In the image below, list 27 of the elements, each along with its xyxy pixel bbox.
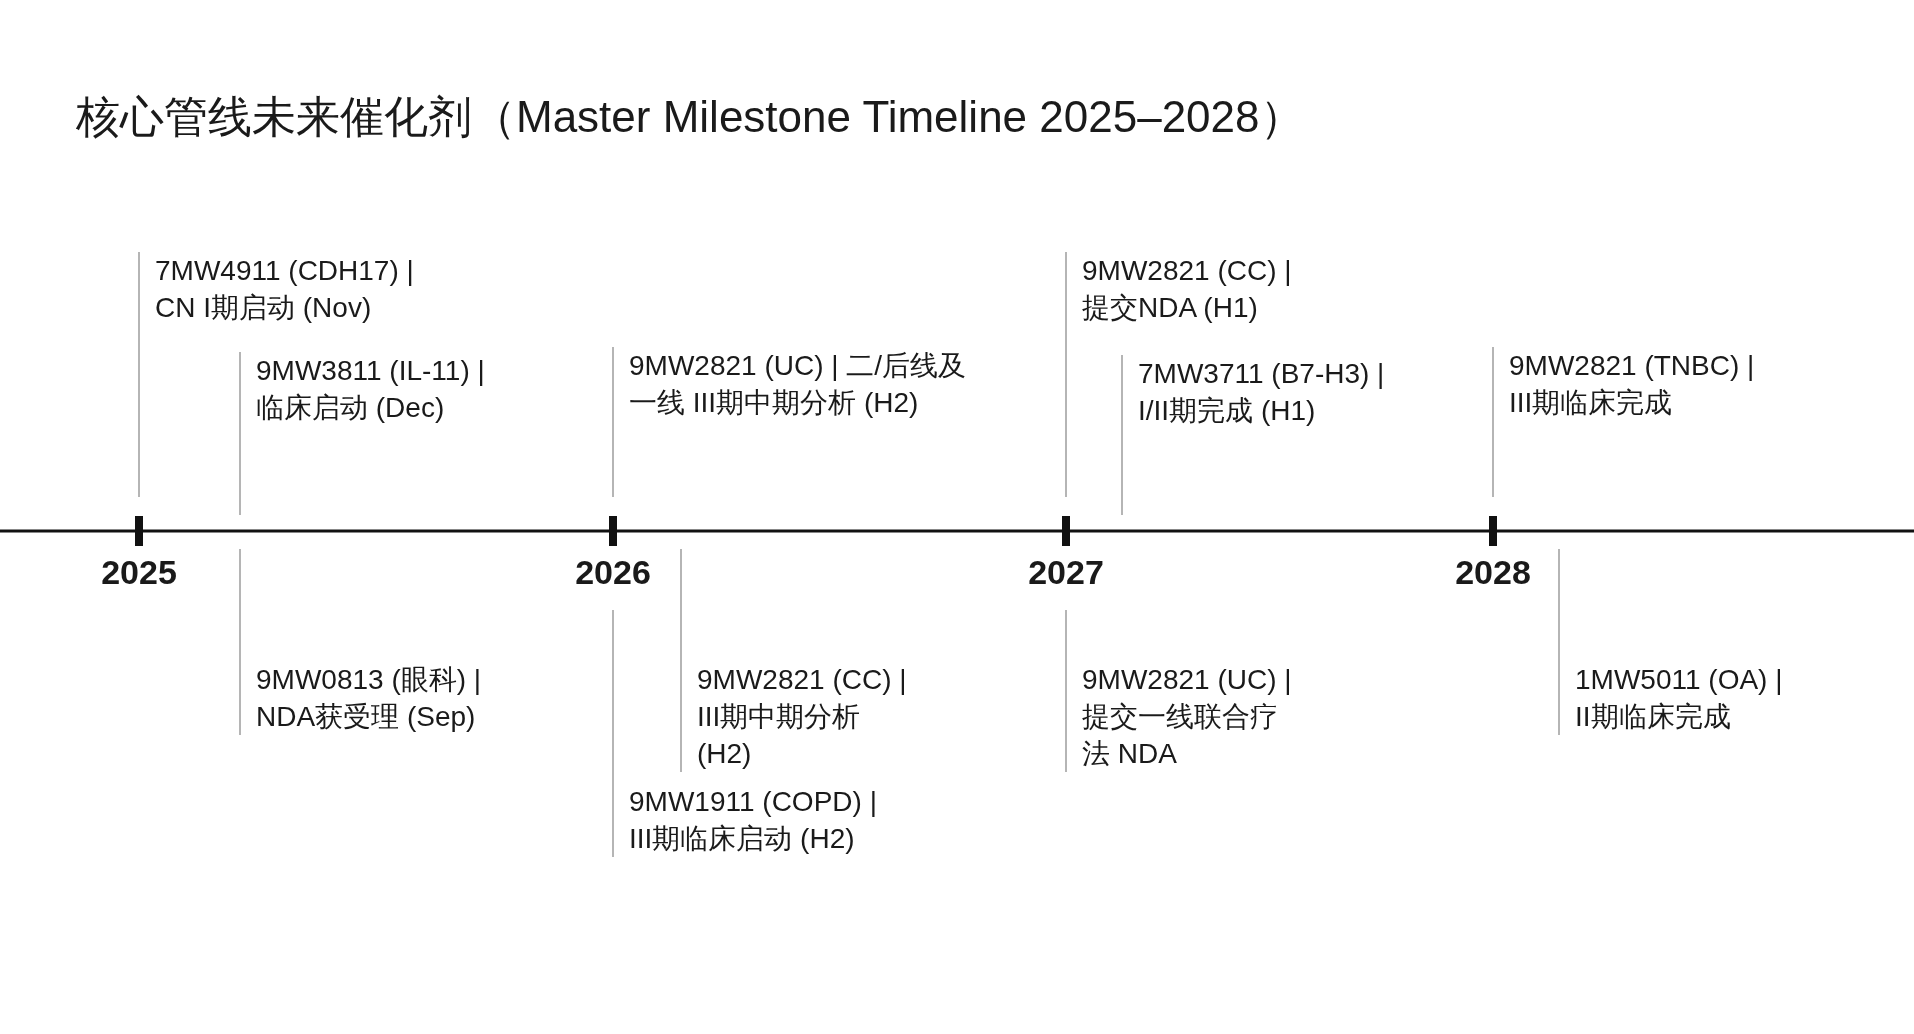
milestone-label: 9MW2821 (CC) | 提交NDA (H1) <box>1066 252 1298 326</box>
leader-line <box>1558 548 1560 736</box>
leader-line <box>612 346 614 498</box>
year-label: 2028 <box>1455 553 1531 592</box>
leader-line <box>1065 609 1067 773</box>
leader-line <box>1492 346 1494 498</box>
milestone-label: 9MW2821 (TNBC) | III期临床完成 <box>1493 347 1761 421</box>
leader-line <box>138 251 140 498</box>
title: 核心管线未来催化剂（Master Milestone Timeline 2025–2028） <box>76 91 1304 143</box>
leader-line <box>1121 354 1123 516</box>
milestone-label: 9MW3811 (IL-11) | 临床启动 (Dec) <box>240 352 491 426</box>
milestone-label: 9MW2821 (UC) | 二/后线及一线 III期中期分析 (H2) <box>613 347 979 421</box>
milestone-label: 9MW2821 (UC) | 提交一线联合疗法 NDA <box>1066 661 1298 772</box>
milestone-label: 7MW3711 (B7-H3) | I/II期完成 (H1) <box>1122 355 1391 429</box>
year-label: 2026 <box>575 553 651 592</box>
year-label: 2027 <box>1028 553 1104 592</box>
milestone-label: 9MW0813 (眼科) | NDA获受理 (Sep) <box>240 661 488 735</box>
milestone-label: 9MW1911 (COPD) | III期临床启动 (H2) <box>613 783 883 857</box>
year-label: 2025 <box>101 553 177 592</box>
leader-line <box>239 351 241 516</box>
milestone-label: 1MW5011 (OA) | II期临床完成 <box>1559 661 1789 735</box>
leader-line <box>680 548 682 773</box>
leader-line <box>239 548 241 736</box>
milestone-label: 9MW2821 (CC) | III期中期分析 (H2) <box>681 661 913 772</box>
milestone-label: 7MW4911 (CDH17) | CN I期启动 (Nov) <box>139 252 420 326</box>
leader-line <box>612 609 614 858</box>
leader-line <box>1065 251 1067 498</box>
